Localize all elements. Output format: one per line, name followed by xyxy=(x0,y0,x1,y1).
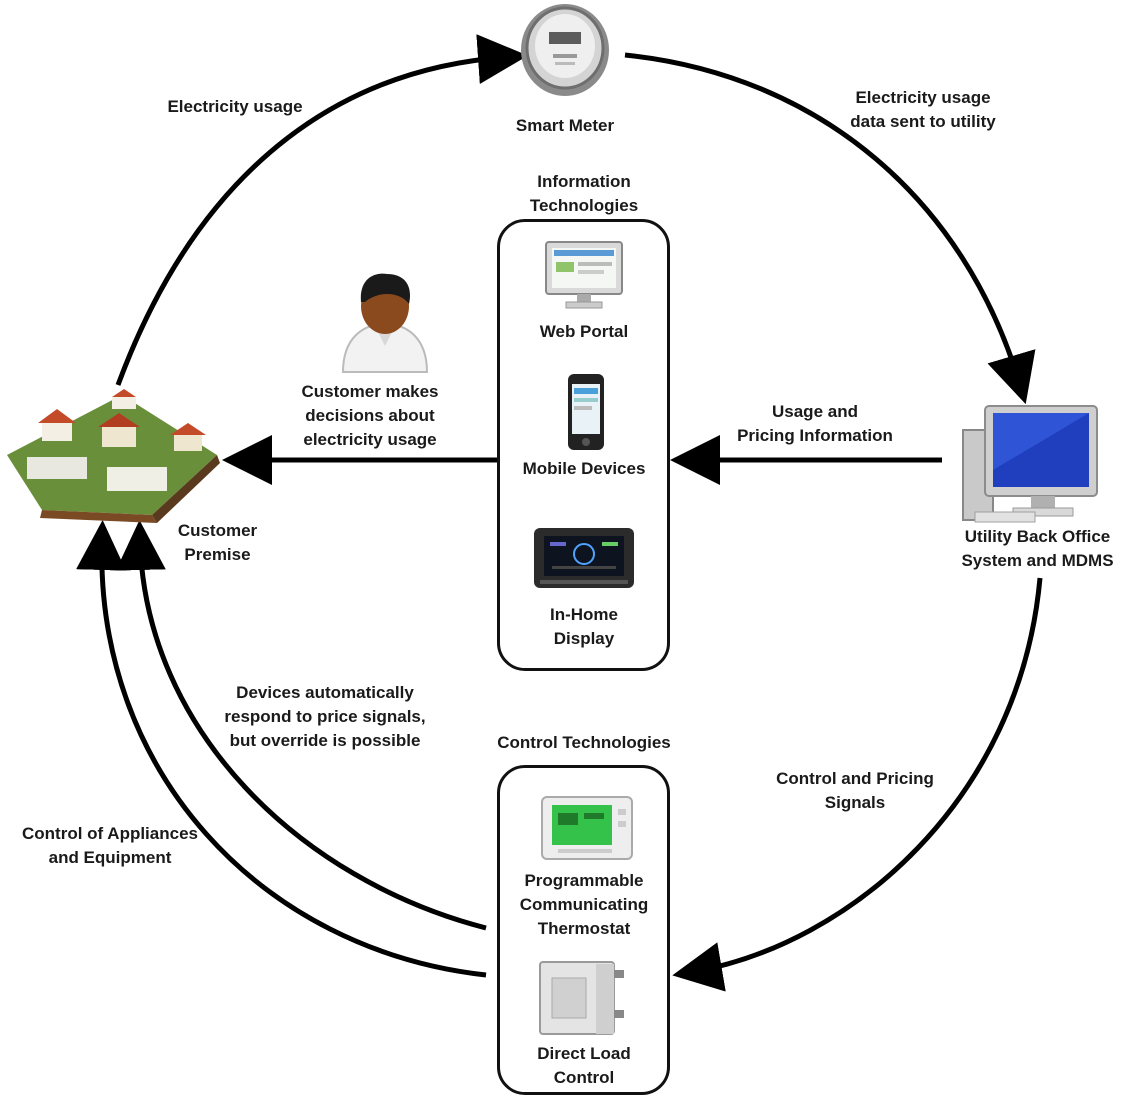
arrow-premise-to-meter xyxy=(115,34,528,386)
mobile-devices-label: Mobile Devices xyxy=(522,459,646,478)
in-home-display-label: In-Home Display xyxy=(550,605,618,648)
utility-label: Utility Back Office System and MDMS xyxy=(961,527,1114,570)
customer-premise-label: Customer Premise xyxy=(177,521,258,564)
info-tech-title: Information Technologies xyxy=(529,172,639,215)
customer-decisions-label: Customer makes decisions about electrici… xyxy=(301,382,439,449)
in-home-display-icon xyxy=(534,528,634,588)
arrow-thermostat-to-premise xyxy=(115,520,487,931)
flow-control-appliances-label: Control of Appliances and Equipment xyxy=(22,824,198,867)
arrow-meter-to-utility xyxy=(624,52,1036,405)
load-control-label: Direct Load Control xyxy=(537,1044,631,1087)
control-tech-title: Control Technologies xyxy=(497,733,671,752)
flow-usage-pricing-label: Usage and Pricing Information xyxy=(737,402,893,445)
mobile-phone-icon xyxy=(568,374,604,450)
utility-computer-icon xyxy=(962,405,1098,523)
thermostat-label: Programmable Communicating Thermostat xyxy=(519,871,649,938)
customer-person-icon xyxy=(341,273,429,373)
load-control-box-icon xyxy=(539,961,624,1035)
arrow-utility-to-control xyxy=(672,577,1043,992)
flow-usage-data-label: Electricity usage data sent to utility xyxy=(850,88,996,131)
smart-meter-label: Smart Meter xyxy=(515,116,615,135)
flow-electricity-usage-label: Electricity usage xyxy=(167,97,303,116)
web-portal-label: Web Portal xyxy=(539,322,629,341)
flow-auto-respond-label: Devices automatically respond to price s… xyxy=(224,683,426,750)
flow-control-pricing-label: Control and Pricing Signals xyxy=(776,769,934,812)
customer-premise-houses-icon xyxy=(7,389,220,523)
web-portal-monitor-icon xyxy=(545,241,623,309)
thermostat-icon xyxy=(541,796,633,860)
arrow-loadcontrol-to-premise xyxy=(76,520,487,978)
smart-meter-icon xyxy=(521,4,609,96)
